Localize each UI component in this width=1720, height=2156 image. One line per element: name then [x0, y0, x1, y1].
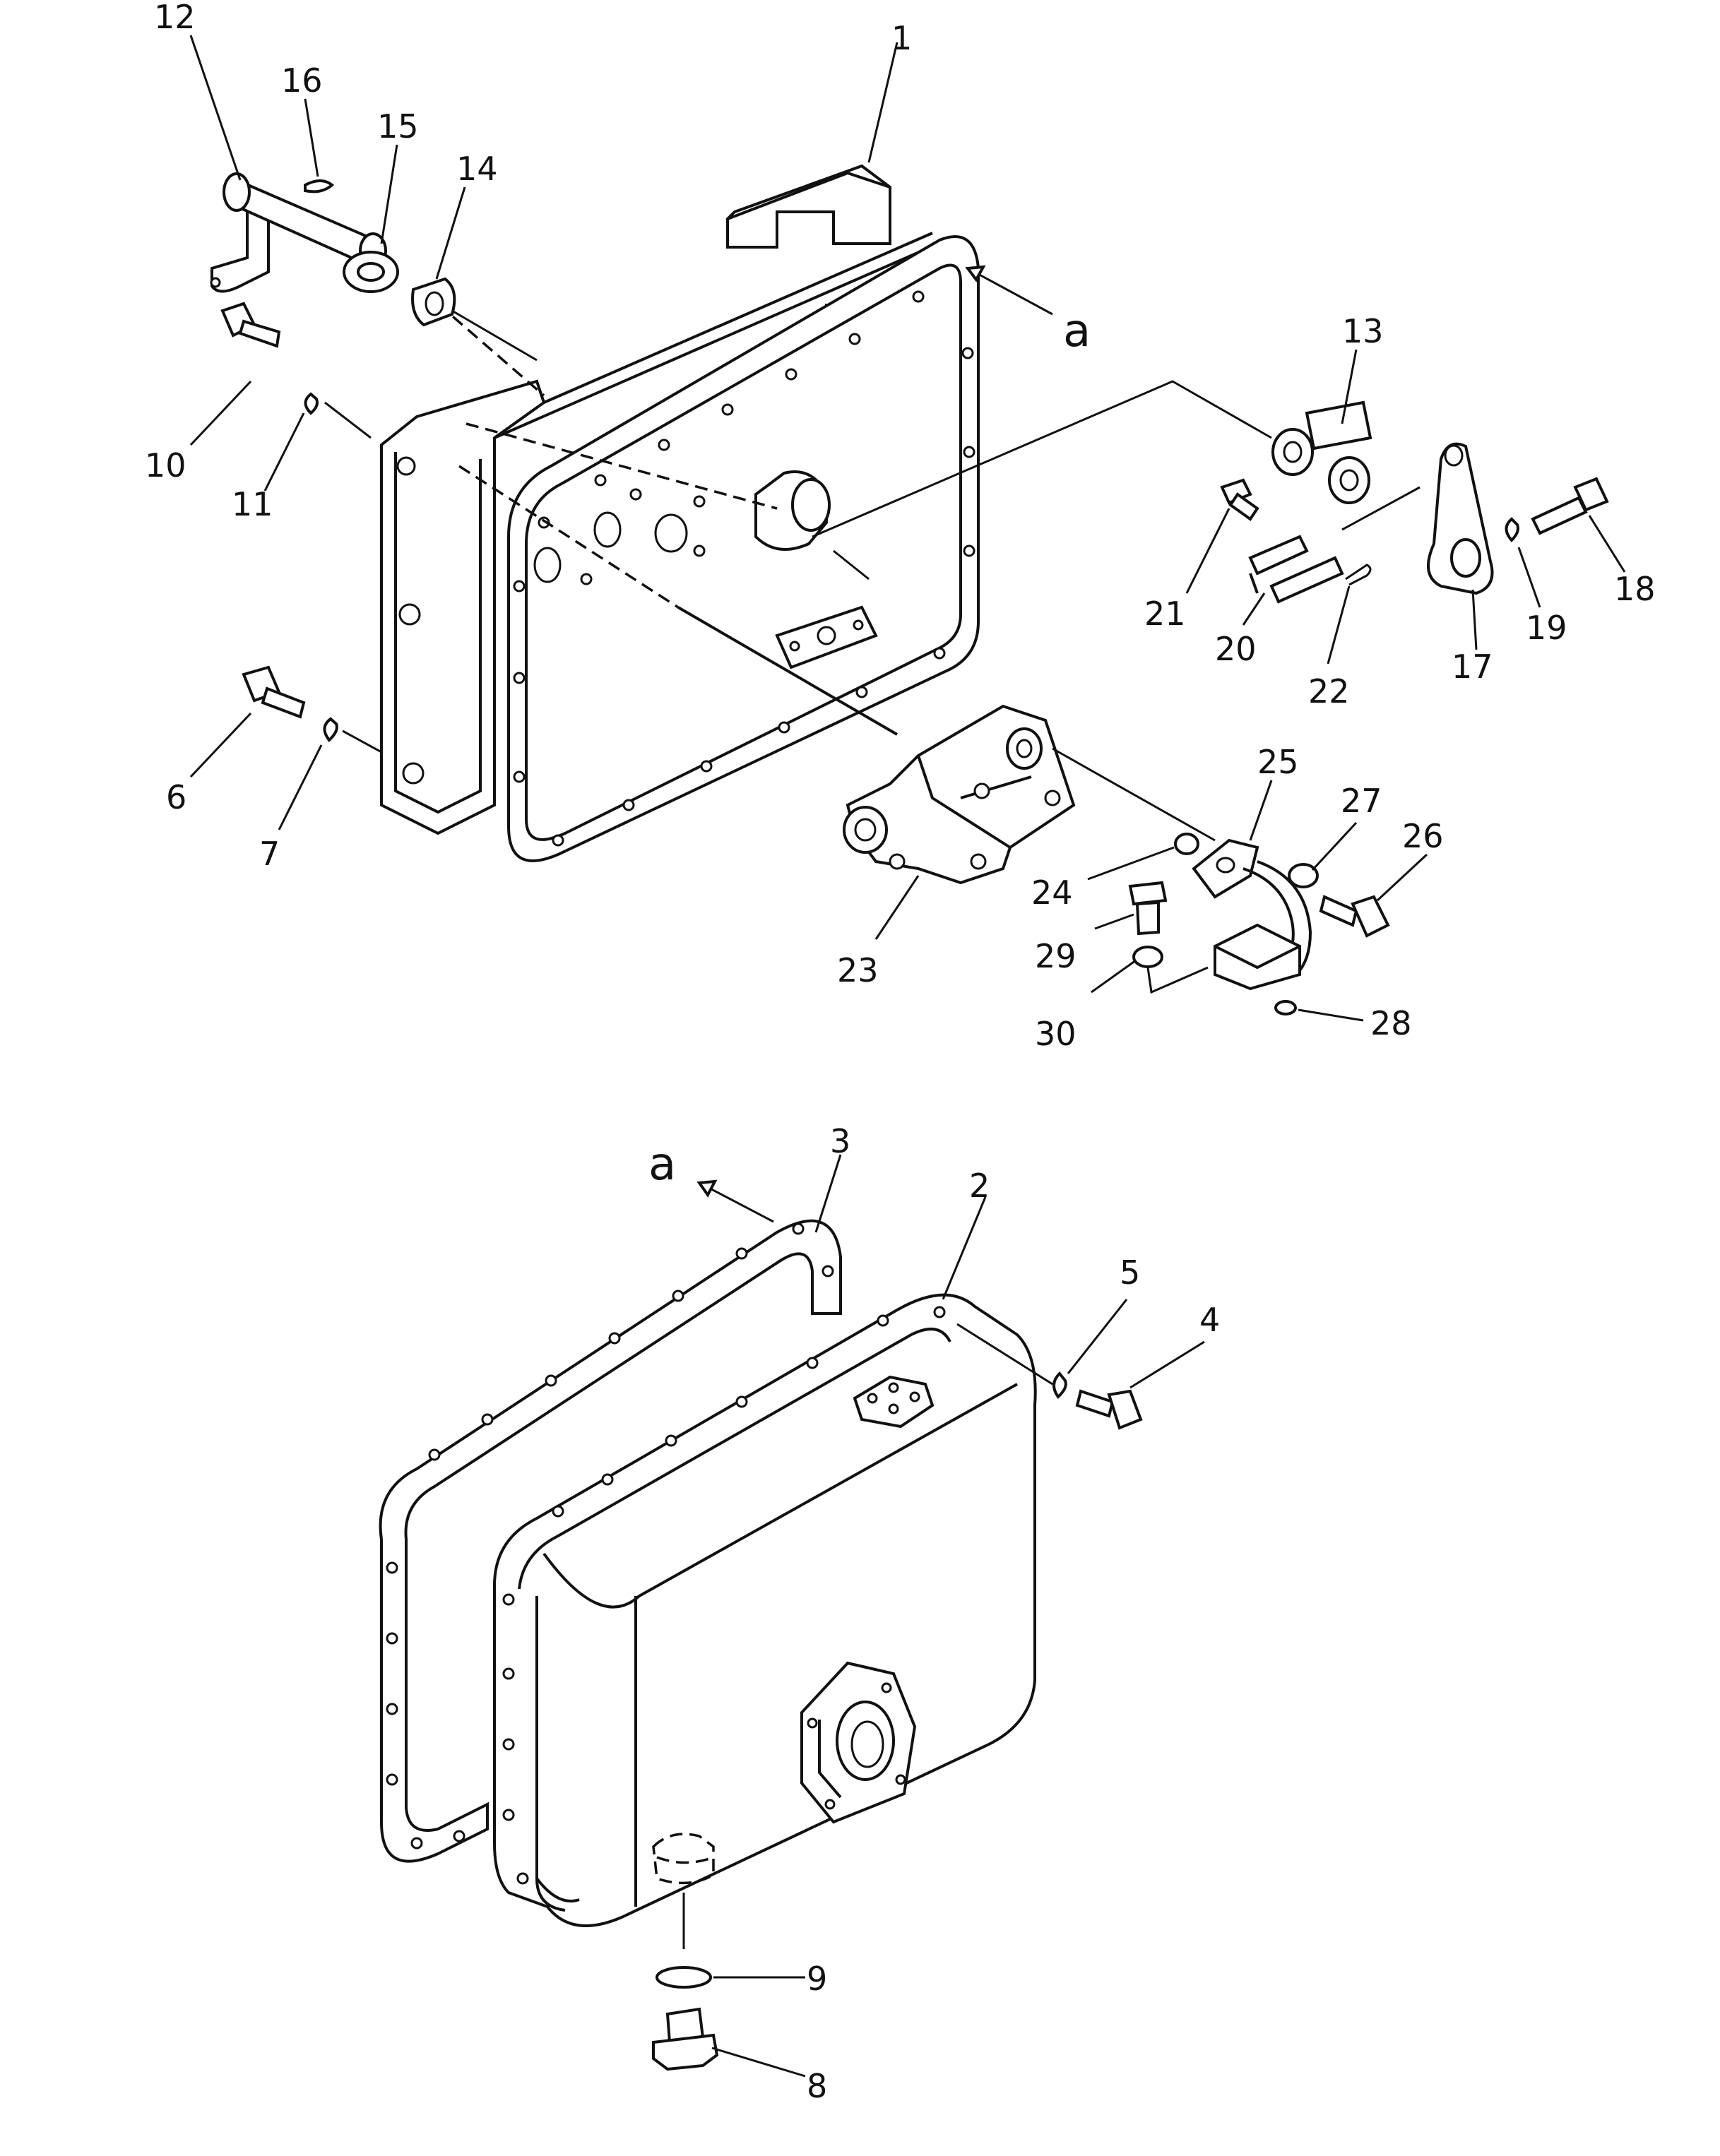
part-18-bolt	[1531, 477, 1609, 535]
callout-25: 25	[1257, 743, 1299, 781]
part-4-bolt	[1075, 1389, 1143, 1430]
part-29-bolt	[1128, 881, 1168, 936]
callout-8: 8	[807, 2067, 827, 2105]
callout-6: 6	[166, 778, 186, 816]
part-6-bolt	[242, 665, 306, 719]
callout-27: 27	[1341, 782, 1382, 820]
callout-29: 29	[1035, 937, 1077, 975]
gasket-holes	[386, 1222, 834, 1850]
part-23-valve	[843, 704, 1076, 885]
part-20-plates	[1248, 535, 1344, 604]
part-10-bolt	[220, 302, 281, 348]
part-16-cotter	[304, 179, 335, 193]
callout-5: 5	[1120, 1253, 1140, 1292]
part-30-washer	[1132, 946, 1163, 968]
part-9-oring	[656, 1966, 712, 1989]
callout-17: 17	[1452, 648, 1493, 686]
callout-30: 30	[1035, 1015, 1077, 1053]
callout-28: 28	[1370, 1004, 1412, 1042]
part-8-drain-plug	[652, 2007, 719, 2071]
callout-23: 23	[837, 951, 879, 989]
part-26-bolt	[1319, 895, 1390, 938]
part-17-lever	[1427, 442, 1494, 595]
ref-label-a-bottom: a	[648, 1138, 676, 1191]
part-2-oil-pan	[493, 1293, 1037, 1927]
ref-arrow-a-top	[967, 267, 1053, 316]
leader-lines	[189, 35, 1626, 2078]
part-15-washer	[343, 251, 399, 293]
callout-26: 26	[1402, 817, 1444, 855]
callout-2: 2	[969, 1167, 990, 1205]
case-flange-holes	[513, 290, 975, 847]
callout-14: 14	[456, 150, 498, 188]
part-5-washer	[1052, 1371, 1067, 1400]
part-3-gasket	[379, 1219, 842, 1863]
callout-20: 20	[1215, 630, 1257, 668]
callout-16: 16	[281, 61, 323, 100]
callout-19: 19	[1526, 609, 1567, 647]
pan-flange-holes	[502, 1306, 946, 1885]
part-24-oring	[1174, 833, 1199, 855]
callout-1: 1	[891, 19, 912, 57]
callout-15: 15	[377, 107, 419, 145]
callout-13: 13	[1342, 312, 1384, 350]
callout-3: 3	[830, 1122, 850, 1160]
part-14-bushing	[411, 277, 456, 327]
part-25-tube	[1192, 838, 1312, 991]
callout-labels: 1 2 3 4 5 6 7 8 9 10 11 12 13 14 15 16 1…	[145, 0, 1656, 2105]
case-assembly-upper	[380, 164, 980, 862]
part-11-washer	[304, 392, 319, 415]
callout-10: 10	[145, 446, 186, 484]
part-19-washer	[1505, 517, 1519, 542]
callout-22: 22	[1308, 672, 1350, 710]
part-7-washer	[323, 717, 338, 742]
callout-11: 11	[232, 485, 273, 523]
part-22-cotter	[1345, 564, 1372, 586]
callout-18: 18	[1614, 570, 1656, 608]
ref-label-a-top: a	[1063, 305, 1091, 357]
callout-12: 12	[154, 0, 196, 36]
callout-21: 21	[1144, 595, 1186, 633]
callout-4: 4	[1199, 1301, 1220, 1339]
part-21-pin	[1220, 478, 1259, 521]
callout-9: 9	[807, 1960, 827, 1998]
part-28-oring	[1274, 1000, 1297, 1016]
part-27-washer	[1288, 863, 1319, 888]
callout-7: 7	[259, 835, 280, 873]
part-13-bearings	[1271, 400, 1372, 504]
callout-24: 24	[1031, 874, 1073, 912]
